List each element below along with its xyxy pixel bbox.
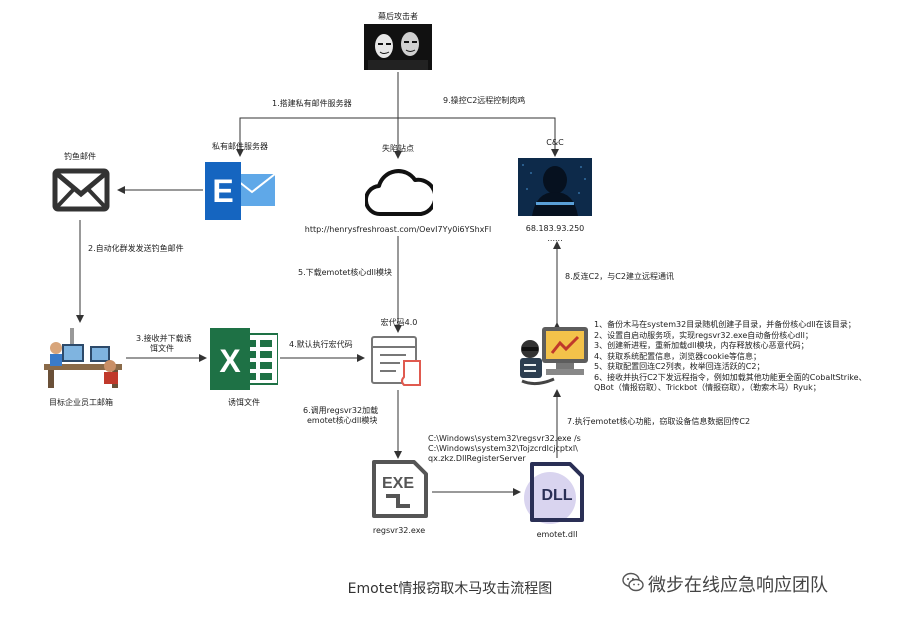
step-item: 3、创建新进程，重新加载dll模块，内存释放核心恶意代码； — [594, 341, 809, 350]
svg-text:E: E — [212, 173, 233, 209]
svg-text:X: X — [219, 343, 241, 379]
employee-label: 目标企业员工邮箱 — [49, 398, 113, 407]
dll-file-icon: DLL — [524, 462, 584, 524]
infection-steps: 1、备份木马在system32目录随机创建子目录，并备份核心dll在该目录； 2… — [594, 320, 894, 394]
edge-7-label: 7.执行emotet核心功能，窃取设备信息数据回传C2 — [567, 417, 751, 426]
outlook-icon: E — [205, 162, 275, 220]
regsvr-label: regsvr32.exe — [372, 526, 426, 535]
step-item: 1、备份木马在system32目录随机创建子目录，并备份核心dll在该目录； — [594, 320, 856, 329]
step-item: QBot（情报窃取）、Trickbot（情报窃取），（勒索木马）Ryuk； — [594, 383, 821, 392]
phish-mail-label: 钓鱼邮件 — [64, 152, 96, 161]
edge-6-label-line1: 6.调用regsvr32加载 — [303, 406, 379, 415]
site-label: 失陷站点 — [382, 144, 414, 153]
command-line: C:\Windows\system32\Tojzcrdlcjcptxl\ — [428, 444, 578, 453]
regsvr-commands: C:\Windows\system32\regsvr32.exe /s C:\W… — [428, 434, 581, 464]
cc-hacker-icon — [518, 158, 592, 216]
site-url: http://henrysfreshroast.com/OevI7Yy0i6YS… — [304, 225, 492, 234]
envelope-icon — [52, 168, 110, 212]
step-item: 6、接收并执行C2下发远程指令，例如加载其他功能更全面的CobaltStrike… — [594, 372, 867, 382]
command-line: qx.zkz.DllRegisterServer — [428, 454, 526, 463]
step-item: 5、获取配置回连C2列表，枚举回连活跃的C2； — [594, 362, 765, 371]
svg-text:DLL: DLL — [541, 487, 572, 504]
macro-label: 宏代码4.0 — [380, 318, 418, 327]
c2-more: ...... — [547, 234, 563, 243]
hacker-icon — [364, 24, 432, 70]
c2-label: C&C — [546, 138, 564, 147]
diagram-title: Emotet情报窃取木马攻击流程图 — [347, 581, 553, 597]
brand-watermark: 微步在线应急响应团队 — [648, 575, 828, 596]
wechat-icon — [622, 572, 644, 592]
edge-9-label: 9.操控C2远程控制肉鸡 — [443, 96, 526, 105]
exe-file-icon: EXE — [372, 460, 428, 518]
c2-ip: 68.183.93.250 — [525, 224, 585, 233]
edge-9-control-c2 — [398, 117, 559, 157]
step-item: 2、设置自启动服务项，实现regsvr32.exe自动备份核心dll； — [594, 330, 813, 340]
svg-text:EXE: EXE — [382, 475, 414, 492]
step-item: 4、获取系统配置信息，浏览器cookie等信息； — [594, 351, 762, 361]
dll-label: emotet.dll — [536, 530, 578, 539]
edge-4-label: 4.默认执行宏代码 — [289, 340, 353, 349]
office-workers-icon — [44, 328, 122, 388]
computer-thief-icon — [520, 327, 588, 386]
mail-server-label: 私有邮件服务器 — [212, 142, 268, 151]
attacker-label: 幕后攻击者 — [378, 12, 418, 21]
command-line: C:\Windows\system32\regsvr32.exe /s — [428, 434, 581, 443]
excel-icon: X — [210, 328, 278, 390]
edge-1-label: 1.搭建私有邮件服务器 — [272, 99, 352, 108]
edge-6-label-line2: emotet核心dll模块 — [307, 416, 378, 425]
cloud-icon — [365, 169, 433, 217]
edge-3-label-line1: 3.接收并下载诱 — [136, 334, 192, 343]
edge-3-label-line2: 饵文件 — [150, 344, 174, 353]
macro-document-icon — [371, 336, 421, 386]
edge-8-label: 8.反连C2，与C2建立远程通讯 — [565, 272, 674, 281]
edge-1-build-mail-server — [236, 117, 398, 157]
edge-2-label: 2.自动化群发发送钓鱼邮件 — [88, 244, 184, 253]
excel-label: 诱饵文件 — [228, 398, 260, 407]
edge-5-label: 5.下载emotet核心dll模块 — [298, 268, 392, 277]
